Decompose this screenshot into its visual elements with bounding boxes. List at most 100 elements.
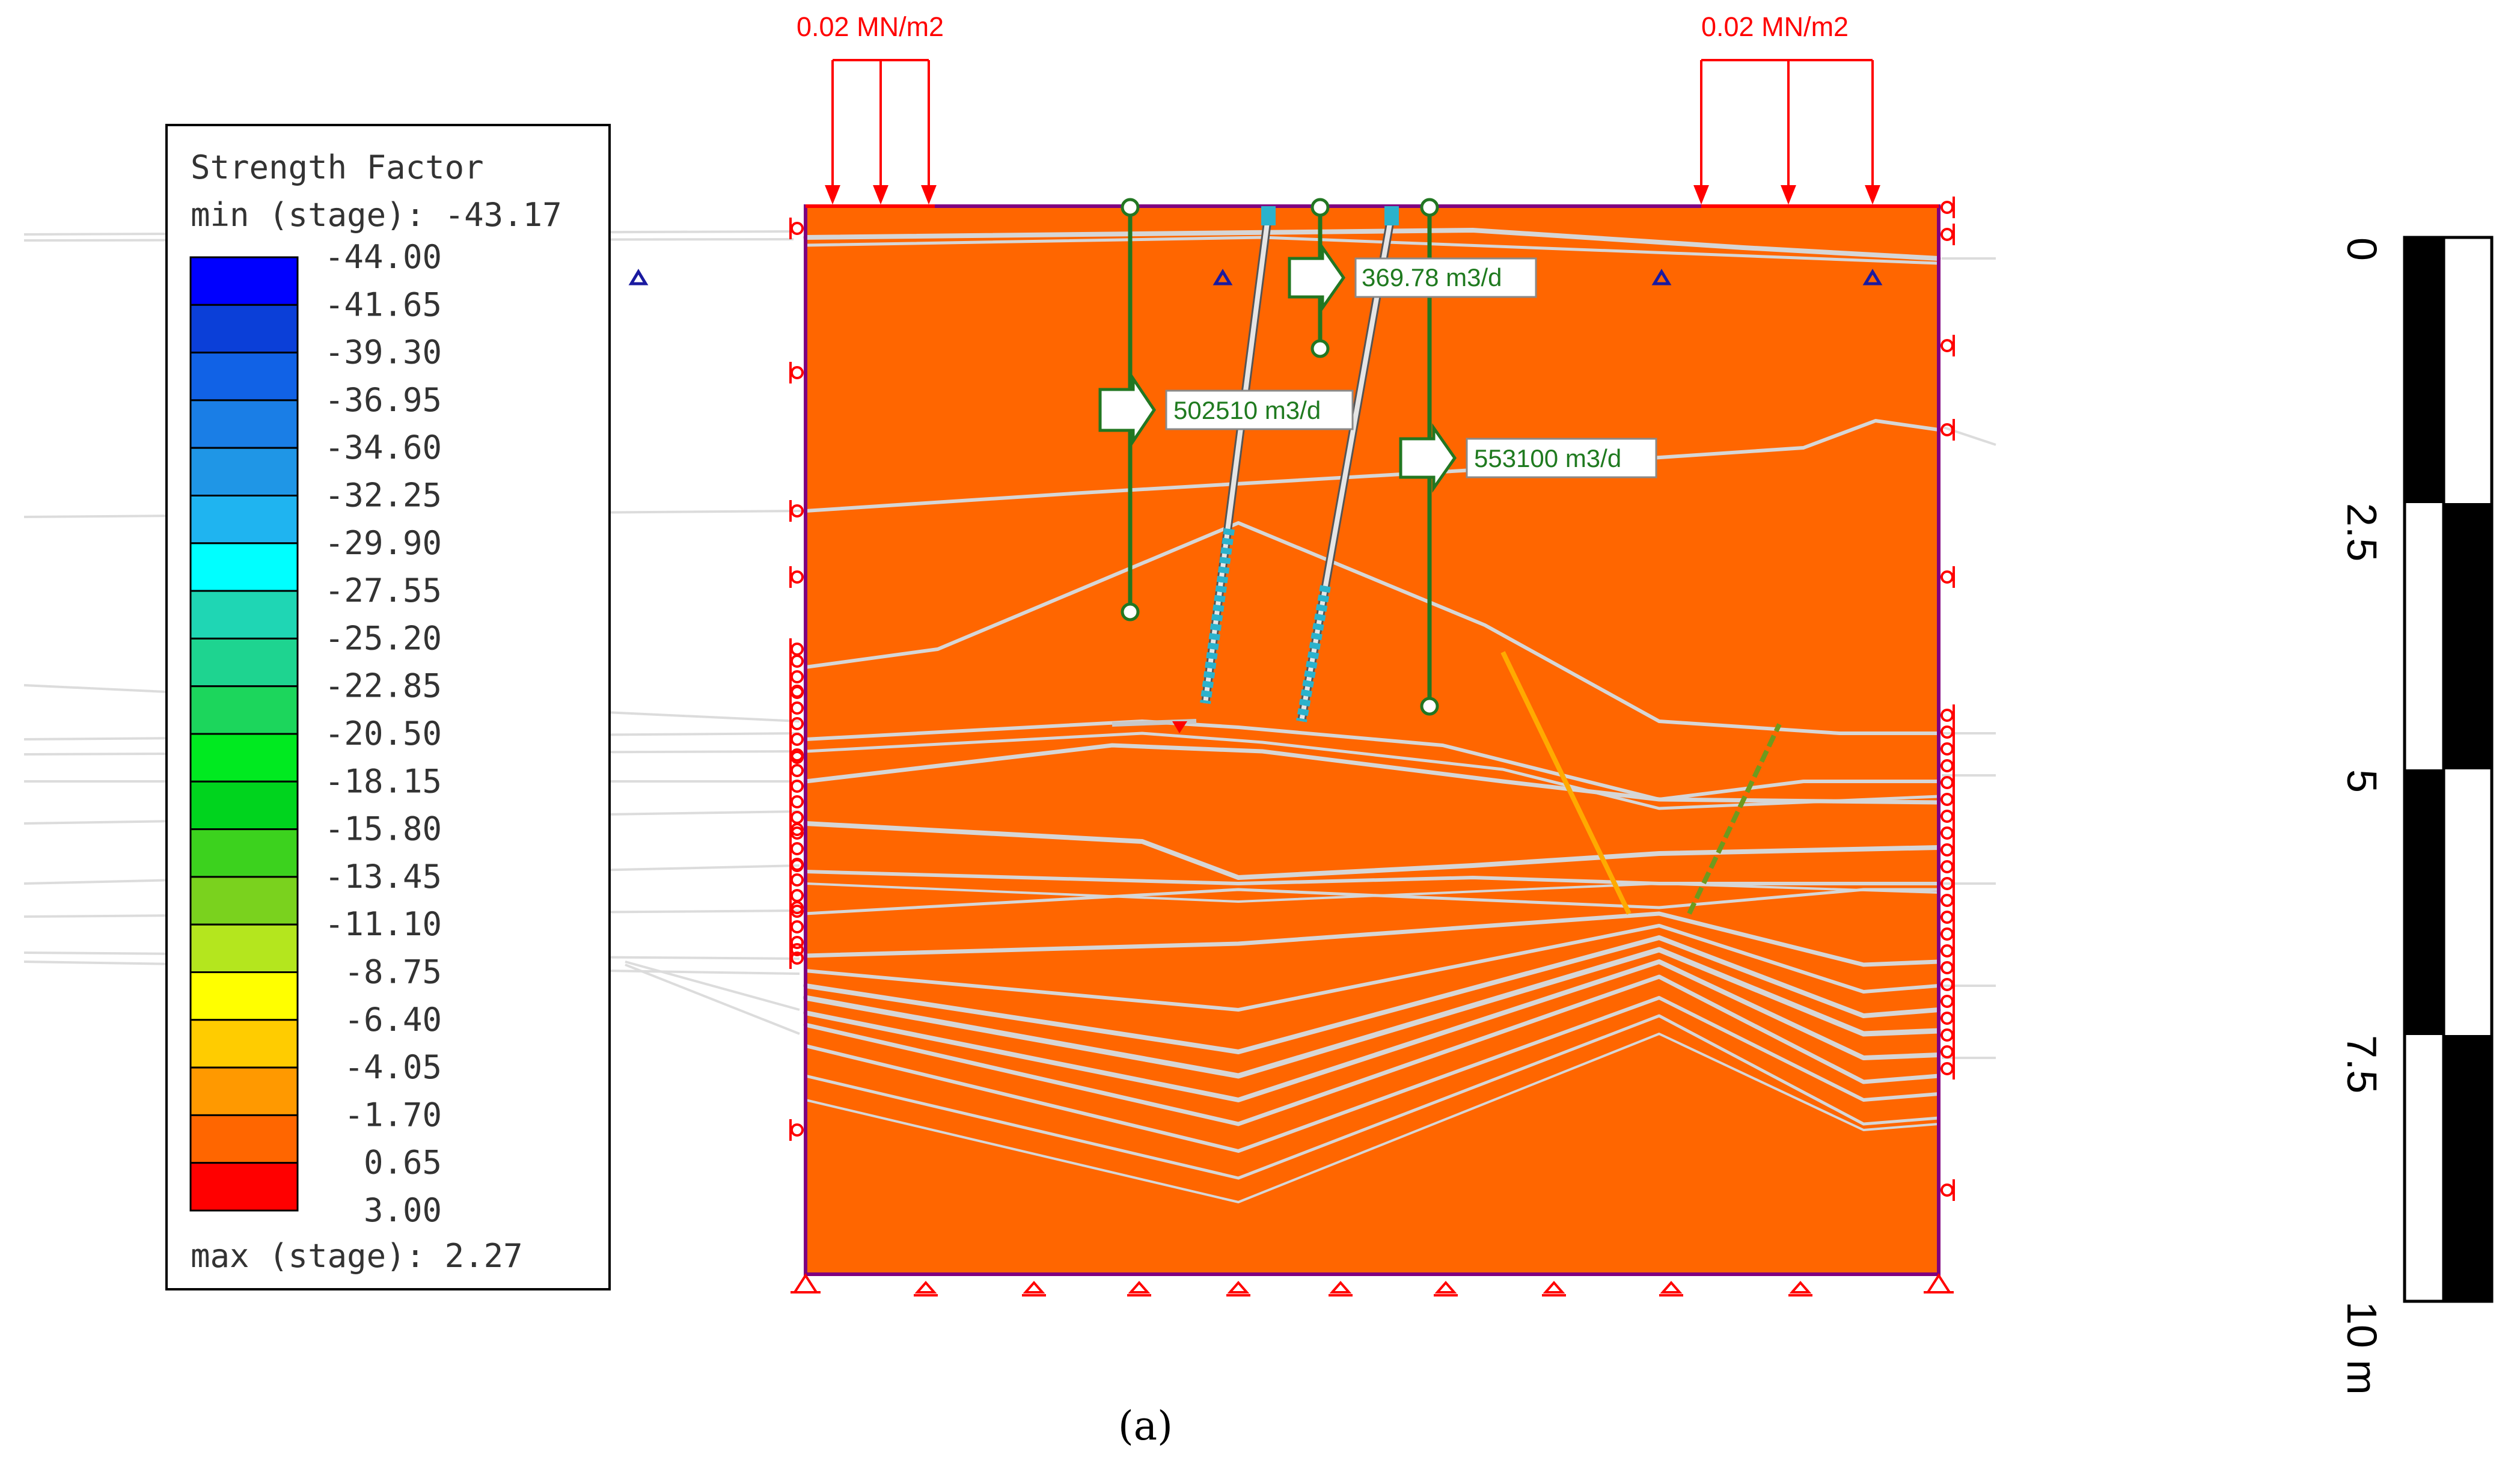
roller-support-icon [1940,906,1955,928]
scale-tick-label: 0 [2338,237,2385,261]
roller-support-icon [1940,856,1955,878]
roller-support-icon [1940,805,1955,827]
roller-support-icon [1940,991,1955,1012]
flow-arrow-icon [1098,373,1157,447]
water-table-icon [1862,269,1883,286]
legend-swatch [189,828,299,878]
scale-bar-ticks: 02.557.510 m [2338,237,2385,1395]
scale-bar: 02.557.510 m [2338,236,2494,1395]
legend-level-label: -6.40 [344,1001,442,1039]
legend-level-label: -15.80 [325,810,442,848]
roller-support-icon [914,1280,938,1296]
roller-support-icon [1940,1179,1955,1201]
legend-swatch [189,971,299,1021]
legend-level-label: -25.20 [325,619,442,657]
roller-support-icon [1788,1280,1812,1296]
model-domain [803,204,1942,1276]
roller-support-icon [1940,957,1955,979]
legend-swatch [189,685,299,735]
legend-level-label: -20.50 [325,715,442,753]
fault-line-orange [1500,651,1632,915]
roller-support-icon [789,916,804,938]
legend-level-label: -1.70 [344,1096,442,1134]
roller-support-icon [789,728,804,750]
legend-level-label: -8.75 [344,953,442,991]
legend-swatch [189,1114,299,1164]
distributed-loads: 0.02 MN/m2 0.02 MN/m2 [797,11,1880,205]
legend-swatches [189,256,299,1212]
water-table-icon [628,269,649,286]
legend-swatch [189,1019,299,1069]
well-flow-label: 502510 m3/d [1173,396,1321,424]
legend-swatch [189,256,299,306]
roller-support-icon [789,791,804,813]
roller-support-icon [789,362,804,383]
roller-support-icon [789,697,804,719]
legend-swatch [189,733,299,783]
legend-swatch [189,447,299,497]
roller-support-icon [789,1119,804,1141]
legend-level-label: -18.15 [325,762,442,800]
well-flow-label: 369.78 m3/d [1362,263,1502,292]
legend-level-label: 0.65 [364,1144,442,1182]
legend-level-label: -36.95 [325,381,442,419]
roller-support-icon [1940,789,1955,810]
water-table-icon [1213,269,1233,286]
scale-tick-label: 10 m [2338,1301,2385,1395]
roller-support-icon [1940,566,1955,588]
roller-support-icon [1940,704,1955,726]
legend-swatch [189,590,299,640]
roller-support-icon [1940,940,1955,962]
fault-line-green [1687,723,1782,915]
roller-support-icon [1940,1058,1955,1080]
roller-support-icon [1940,822,1955,844]
roller-support-icon [1940,923,1955,945]
legend-level-label: -13.45 [325,858,442,896]
pin-support-icon [791,1273,821,1293]
well-flow-label: 553100 m3/d [1474,444,1621,472]
roller-support-icon [1940,755,1955,777]
legend-swatch [189,637,299,688]
legend-level-label: -4.05 [344,1048,442,1086]
scale-tick-label: 2.5 [2338,503,2385,561]
legend-swatch [189,495,299,545]
model-boundary [804,204,1940,1276]
legend-level-label: -44.00 [325,238,442,276]
roller-support-icon [1940,1041,1955,1063]
legend-swatch [189,876,299,926]
figure-caption: (a) [1118,1403,1173,1449]
roller-support-icon [1434,1280,1458,1296]
rock-bolts [1112,206,1399,733]
pin-support-icon [1924,1273,1954,1293]
legend-swatch [189,304,299,354]
roller-support-icon [789,500,804,522]
legend-level-label: -29.90 [325,524,442,562]
roller-support-icon [1226,1280,1250,1296]
roller-support-icon [1022,1280,1046,1296]
legend-swatch [189,542,299,592]
scale-tick-label: 5 [2338,769,2385,793]
roller-support-icon [1940,1007,1955,1029]
roller-support-icon [789,218,804,239]
roller-support-icon [1329,1280,1353,1296]
flow-arrow-icon [1288,243,1346,313]
layer-boundary-lines [803,228,1942,1203]
roller-support-icon [1940,839,1955,861]
legend-swatch [189,780,299,831]
roller-support-icon [1940,738,1955,760]
legend-level-label: -27.55 [325,572,442,609]
wells: 502510 m3/d 369.78 m3/d 553100 m3/d [1098,198,1657,716]
roller-support-icon [1940,224,1955,245]
legend-swatch [189,923,299,973]
roller-support-icon [1127,1280,1151,1296]
roller-support-icon [789,838,804,860]
strength-factor-legend: Strength Factor min (stage): -43.17 -44.… [165,124,611,1290]
legend-level-label: -34.60 [325,429,442,466]
roller-support-icon [1940,1024,1955,1046]
legend-title: Strength Factor [191,148,484,186]
legend-level-label: -22.85 [325,667,442,705]
roller-support-icon [789,869,804,891]
boundary-supports [789,197,1955,1296]
legend-level-label: -11.10 [325,905,442,943]
